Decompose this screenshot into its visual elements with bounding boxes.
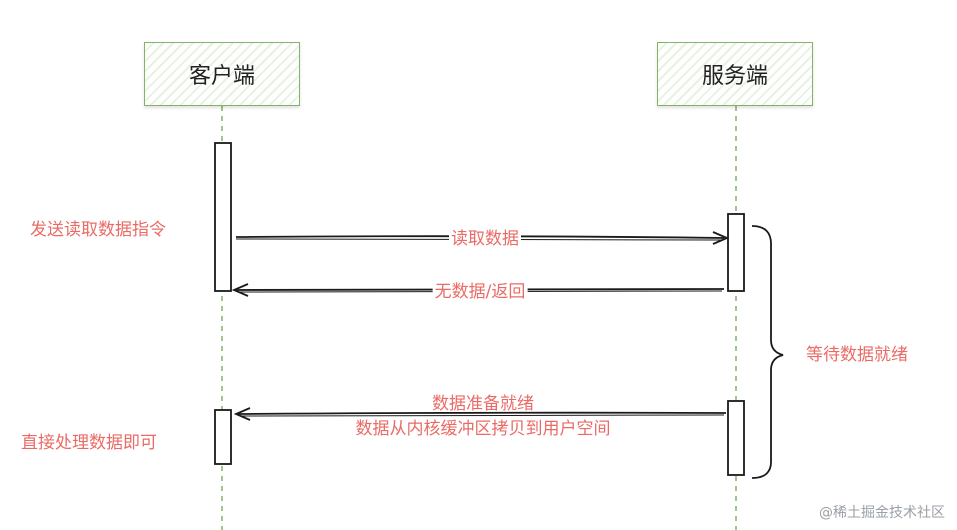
client-actor-box: 客户端 (144, 42, 300, 106)
waiting-period-brace (751, 225, 784, 479)
watermark: @稀土掘金技术社区 (819, 505, 945, 521)
client-activation-bar-2 (214, 409, 232, 465)
client-actor-label: 客户端 (188, 64, 255, 89)
data-ready-message-label-line1: 数据准备就绪 (432, 394, 534, 414)
process-data-directly-note: 直接处理数据即可 (21, 433, 157, 453)
client-activation-bar-1 (214, 142, 232, 292)
data-ready-message-label-line2: 数据从内核缓冲区拷贝到用户空间 (353, 418, 613, 440)
send-read-command-note: 发送读取数据指令 (30, 220, 166, 240)
server-activation-bar-1 (727, 213, 745, 292)
server-actor-label: 服务端 (701, 64, 768, 89)
data-ready-arrow (233, 407, 727, 421)
no-data-return-message-label: 无数据/返回 (432, 281, 528, 303)
read-data-message-label: 读取数据 (449, 228, 521, 250)
server-actor-box: 服务端 (657, 42, 813, 106)
server-activation-bar-2 (727, 400, 745, 476)
waiting-data-ready-note: 等待数据就绪 (806, 345, 908, 365)
